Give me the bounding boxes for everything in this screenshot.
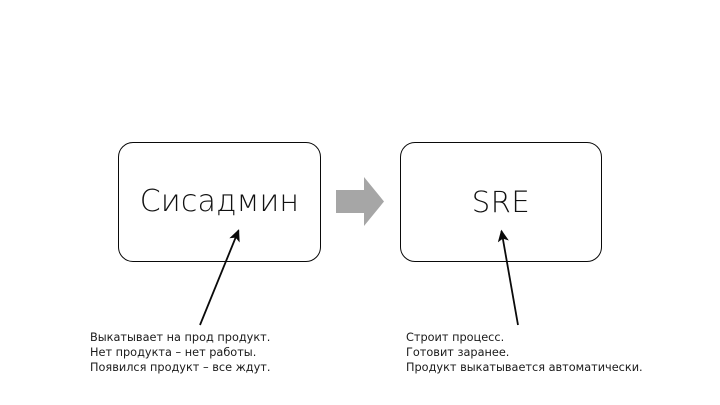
annotation-sre-line-3: Продукт выкатывается автоматически. <box>406 361 643 375</box>
right-block-arrow-icon <box>336 177 384 226</box>
node-sysadmin-label: Сисадмин <box>139 184 300 219</box>
pointer-line-sre-icon <box>497 229 519 326</box>
annotation-sre-line-1: Строит процесс. <box>406 331 505 344</box>
annotation-sysadmin-line-2: Нет продукта – нет работы. <box>90 346 257 360</box>
annotation-sre-line-2: Готовит заранее. <box>406 346 510 360</box>
node-sre-label: SRE <box>471 184 531 219</box>
pointer-line-sysadmin-icon <box>199 229 240 326</box>
annotation-sysadmin-line-1: Выкатывает на прод продукт. <box>90 331 271 344</box>
annotation-sre: Строит процесс. Готовит заранее. Продукт… <box>406 330 643 376</box>
annotation-sysadmin: Выкатывает на прод продукт. Нет продукта… <box>90 330 270 376</box>
node-sysadmin[interactable]: Сисадмин <box>118 142 321 262</box>
annotation-sysadmin-line-3: Появился продукт – все ждут. <box>90 361 271 375</box>
